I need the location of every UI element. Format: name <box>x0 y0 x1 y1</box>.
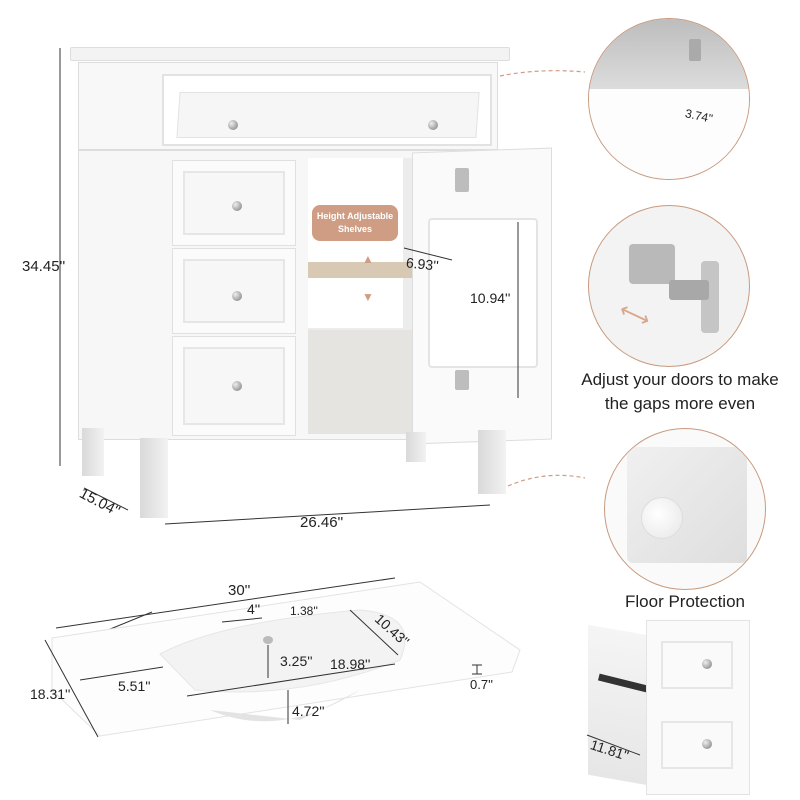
hinge-arm-icon <box>669 280 709 300</box>
tilt-drawer-knob-left <box>228 120 238 130</box>
callout-tilt-drawer: 3.74'' <box>588 18 750 180</box>
hinge-caption-line1: Adjust your doors to make <box>581 370 779 389</box>
rim-thickness-label: 0.7'' <box>470 677 494 692</box>
hinge-caption: Adjust your doors to make the gaps more … <box>560 368 800 416</box>
drain-offset-label: 3.25'' <box>280 653 313 669</box>
drawer-fronts <box>646 620 750 795</box>
callout-hinge: ⟷ <box>588 205 750 367</box>
drawer-knob <box>232 381 242 391</box>
arrow-down-icon: ▼ <box>362 290 374 304</box>
drawer-front-closeup <box>589 89 749 179</box>
side-margin-label: 5.51'' <box>118 678 151 694</box>
cabinet-floor <box>308 330 430 434</box>
drawer-knob <box>232 201 242 211</box>
floor-protection-caption: Floor Protection <box>625 592 745 611</box>
cabinet-interior-upper <box>308 158 403 328</box>
cabinet-leg <box>478 430 506 494</box>
sink-depth-label: 18.31'' <box>30 686 71 702</box>
hinge-plate-icon <box>701 261 719 333</box>
drawer-interior-shadow <box>589 19 749 89</box>
drawer-hinge-icon <box>689 39 701 61</box>
drawer-knob <box>702 739 712 749</box>
callout-floor-pad <box>604 428 766 590</box>
cabinet-leg <box>140 438 168 518</box>
cabinet-leg <box>82 428 104 476</box>
cabinet-width-label: 26.46'' <box>300 514 344 531</box>
drawer-knob <box>702 659 712 669</box>
tilt-drawer-knob-right <box>428 120 438 130</box>
faucet-spacing-label: 4'' <box>247 601 261 617</box>
drain-icon <box>263 636 273 644</box>
drawer-panel-lower <box>661 721 733 769</box>
drawer-middle <box>172 248 296 334</box>
drawer-bottom <box>172 336 296 436</box>
cabinet-height-label: 34.45'' <box>22 258 66 275</box>
shelf-label-badge: Height Adjustable Shelves <box>312 205 398 241</box>
cabinet-leg <box>406 432 426 462</box>
drawer-knob <box>232 291 242 301</box>
shelf-label-line2: Shelves <box>337 224 373 234</box>
arrow-up-icon: ▲ <box>362 252 374 266</box>
sink-length-label: 30'' <box>228 582 251 599</box>
bowl-depth-label: 4.72'' <box>292 703 325 719</box>
door-rack-height-label: 10.94'' <box>470 290 511 306</box>
basin-width-label: 18.98'' <box>330 656 371 672</box>
hinge-caption-line2: the gaps more even <box>604 394 756 413</box>
faucet-hole-label: 1.38'' <box>290 604 318 618</box>
floor-pad-icon <box>641 497 683 539</box>
drawer-top <box>172 160 296 246</box>
drawer-slide-detail <box>588 620 758 795</box>
hinge-base-icon <box>629 244 675 284</box>
drawer-panel-upper <box>661 641 733 689</box>
drawer-panel <box>183 171 285 235</box>
adjustable-shelf <box>308 262 430 278</box>
shelf-label-line1: Height Adjustable <box>316 211 394 221</box>
hinge-bottom-icon <box>455 370 469 390</box>
hinge-top-icon <box>455 168 469 192</box>
vanity-countertop <box>70 47 510 61</box>
